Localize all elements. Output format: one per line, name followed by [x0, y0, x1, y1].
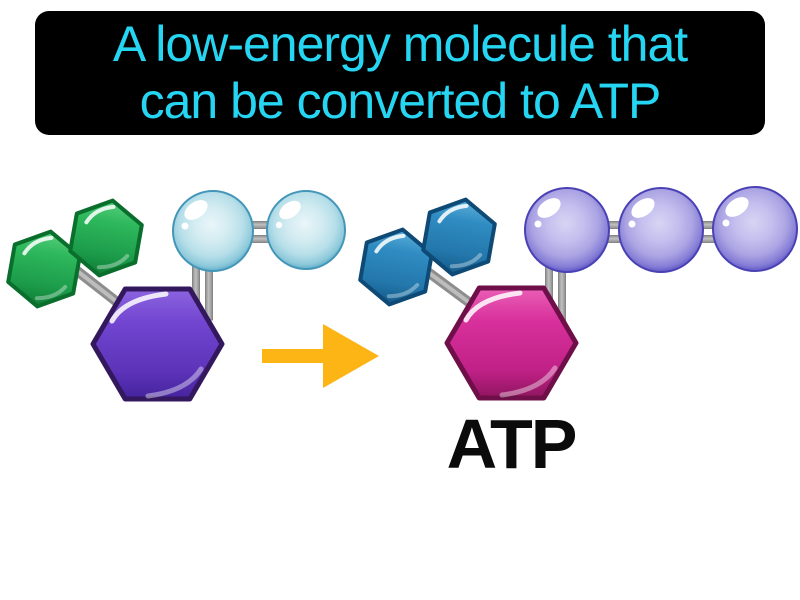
green-hexagon-upper	[68, 198, 144, 278]
blue-hexagon-lower	[358, 227, 434, 307]
purple-phosphate-sphere-2	[618, 187, 704, 273]
cyan-phosphate-sphere-1	[172, 190, 254, 272]
right-molecule	[358, 186, 798, 401]
blue-hexagon-upper	[421, 197, 497, 277]
title-banner: A low-energy molecule that can be conver…	[35, 11, 765, 135]
atp-label: ATP	[446, 405, 578, 483]
cyan-phosphate-sphere-2	[266, 190, 346, 270]
conversion-arrow-icon	[262, 324, 379, 388]
purple-phosphate-sphere-1	[524, 187, 610, 273]
pink-hexagon	[444, 285, 579, 401]
title-line-2: can be converted to ATP	[139, 73, 662, 129]
left-molecule	[6, 190, 346, 402]
title-line-1: A low-energy molecule that	[112, 16, 688, 72]
purple-phosphate-sphere-3	[712, 186, 798, 272]
purple-hexagon	[90, 286, 225, 402]
